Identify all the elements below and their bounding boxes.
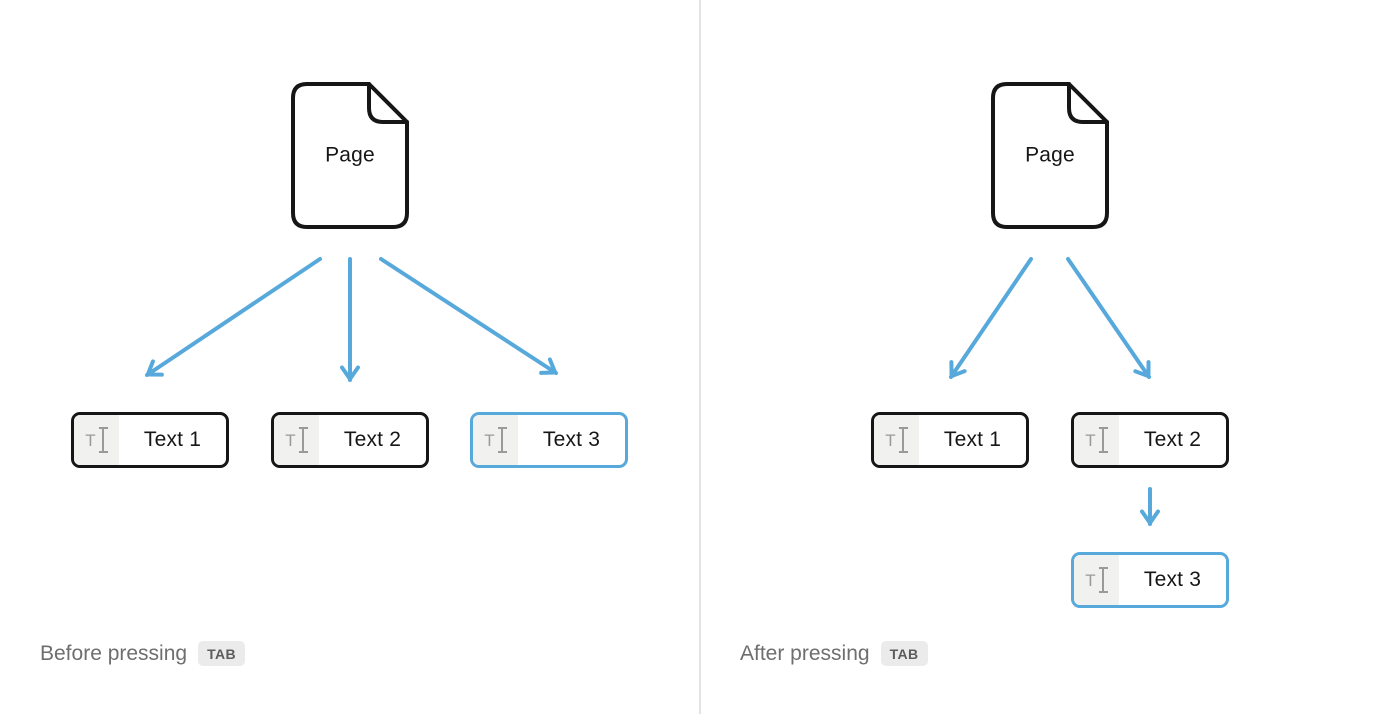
panel-divider [699, 0, 701, 714]
text-block-1: T Text 1 [871, 412, 1029, 468]
text-block-label: Text 1 [943, 428, 1002, 451]
text-block-label: Text 1 [143, 428, 202, 451]
text-block-icon: T [473, 415, 518, 465]
page-icon [991, 82, 1109, 229]
page-label: Page [1025, 143, 1075, 167]
page-node: Page [991, 82, 1109, 229]
caption-text: After pressing [740, 641, 870, 665]
text-cursor-icon [98, 427, 108, 453]
page-node: Page [291, 82, 409, 229]
text-cursor-icon [898, 427, 908, 453]
page-label: Page [325, 143, 375, 167]
text-block-3-selected-indented: T Text 3 [1071, 552, 1229, 608]
text-cursor-icon [1098, 567, 1108, 593]
caption-before: Before pressing TAB [40, 641, 246, 666]
caption-after: After pressing TAB [740, 641, 928, 666]
text-block-3-selected: T Text 3 [470, 412, 628, 468]
caption-text: Before pressing [40, 641, 188, 665]
text-block-label: Text 3 [1143, 568, 1202, 591]
text-block-label: Text 3 [542, 428, 601, 451]
text-block-icon: T [74, 415, 119, 465]
text-block-2: T Text 2 [271, 412, 429, 468]
text-block-icon: T [1074, 415, 1119, 465]
text-cursor-icon [298, 427, 308, 453]
text-block-2: T Text 2 [1071, 412, 1229, 468]
text-block-label: Text 2 [343, 428, 402, 451]
page-icon [291, 82, 409, 229]
text-block-icon: T [274, 415, 319, 465]
text-block-label: Text 2 [1143, 428, 1202, 451]
text-cursor-icon [1098, 427, 1108, 453]
tab-key-badge: TAB [198, 641, 246, 666]
text-block-icon: T [1074, 555, 1119, 605]
text-cursor-icon [497, 427, 507, 453]
text-block-icon: T [874, 415, 919, 465]
tab-key-badge: TAB [880, 641, 928, 666]
text-block-1: T Text 1 [71, 412, 229, 468]
